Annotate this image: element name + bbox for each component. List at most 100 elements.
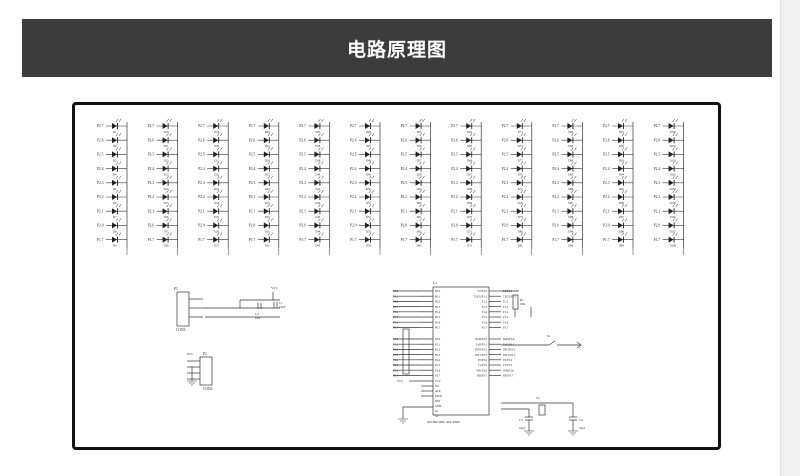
- led-diode-icon: [263, 208, 269, 215]
- led-ref-label: D87: [568, 202, 573, 205]
- led-ref-label: D7: [113, 216, 117, 219]
- ic-right-pin-label: RxD/P3.0: [476, 337, 488, 341]
- led-ref-label: D54: [366, 245, 371, 248]
- led-ref-label: D97: [619, 216, 624, 219]
- led-row-label: P2.2: [148, 195, 155, 199]
- ic-left-pin-label: P0.6: [435, 320, 441, 324]
- led-row-label: P2.6: [502, 138, 509, 142]
- led-diode-icon: [213, 123, 219, 129]
- led-column: P2.7D82P2.6D83P2.5D84P2.4D85P2.3D86P2.2D…: [552, 118, 583, 255]
- led-row-label: P2.5: [350, 153, 357, 157]
- led-light-icon: [318, 161, 324, 165]
- led-ref-label: D44: [315, 230, 320, 233]
- ic-right-pin-label: INT0/P3.2: [475, 348, 488, 352]
- led-row-label: P2.0: [603, 224, 610, 228]
- led-row-label: P2.2: [502, 195, 509, 199]
- led-diode-icon: [112, 137, 117, 144]
- led-diode-icon: [365, 208, 370, 215]
- led-ref-label: D35: [265, 230, 270, 233]
- led-row-label: P2.1: [148, 209, 155, 213]
- led-row-label: P2.7: [148, 124, 155, 128]
- led-light-icon: [368, 161, 375, 165]
- led-diode-icon: [213, 194, 219, 200]
- led-ref-label: D94: [619, 174, 624, 177]
- led-row-label: P2.5: [299, 153, 306, 157]
- led-diode-icon: [365, 165, 370, 172]
- led-light-icon: [571, 204, 577, 208]
- led-diode-icon: [567, 123, 573, 129]
- led-light-icon: [166, 204, 172, 208]
- connector-p1: [176, 291, 190, 327]
- led-diode-icon: [618, 222, 623, 229]
- led-ref-label: D6: [113, 202, 117, 205]
- led-column: P2.7D55P2.6D56P2.5D57P2.4D58P2.3D59P2.2D…: [401, 118, 431, 255]
- led-row-label: P2.4: [654, 167, 661, 171]
- led-light-icon: [419, 161, 425, 165]
- led-ref-label: D59: [417, 188, 422, 191]
- resistor-r1: [512, 294, 519, 310]
- led-diode-icon: [213, 137, 219, 144]
- led-diode-icon: [365, 137, 370, 144]
- led-row-label: P1.7: [654, 238, 661, 242]
- led-diode-icon: [415, 236, 421, 243]
- led-row-label: P2.7: [249, 124, 256, 128]
- led-ref-label: D69: [467, 202, 472, 205]
- led-light-icon: [672, 232, 678, 236]
- led-light-icon: [267, 175, 274, 179]
- led-diode-icon: [112, 179, 117, 186]
- led-row-label: P2.0: [97, 224, 104, 228]
- led-light-icon: [166, 147, 172, 151]
- cap-c2-ref: C2: [255, 312, 259, 316]
- led-light-icon: [368, 147, 375, 151]
- led-column: P2.7D10P2.6D11P2.5D12P2.4D13P2.3D14P2.2D…: [148, 118, 178, 255]
- led-ref-label: D63: [417, 245, 422, 248]
- led-row-label: P2.3: [451, 181, 458, 185]
- led-diode-icon: [466, 222, 472, 229]
- led-diode-icon: [112, 222, 117, 229]
- led-ref-label: D20: [214, 145, 219, 148]
- led-light-icon: [621, 232, 628, 236]
- led-row-label: P2.6: [350, 138, 357, 142]
- led-ref-label: D37: [315, 131, 320, 134]
- led-light-icon: [571, 118, 577, 123]
- led-light-icon: [520, 189, 527, 194]
- led-ref-label: D47: [366, 145, 371, 148]
- led-diode-icon: [162, 165, 168, 172]
- ic-right-net-label: T0/P3.4: [503, 358, 513, 362]
- led-diode-icon: [213, 151, 219, 158]
- cap-c1-value: 10uF: [279, 305, 286, 309]
- led-light-icon: [166, 175, 172, 179]
- ic-right-pin-label: T1/P3.5: [478, 363, 488, 367]
- led-row-label: P2.3: [350, 181, 357, 185]
- led-ref-label: D8: [113, 230, 117, 233]
- ic-left-pin-label: P0.2: [435, 300, 441, 304]
- led-ref-label: D91: [619, 131, 624, 134]
- led-diode-icon: [314, 137, 320, 144]
- led-ref-label: D66: [467, 159, 472, 162]
- led-diode-icon: [314, 208, 320, 215]
- vertical-scrollbar[interactable]: [780, 0, 800, 476]
- led-ref-label: D75: [518, 159, 523, 162]
- led-diode-icon: [516, 123, 522, 129]
- led-ref-label: D48: [366, 159, 371, 162]
- led-light-icon: [267, 189, 274, 194]
- led-light-icon: [166, 133, 172, 137]
- led-light-icon: [267, 232, 274, 236]
- led-light-icon: [469, 133, 476, 137]
- ic-right-net-label: WR/P3.6: [503, 368, 514, 372]
- led-column: P2.7D64P2.6D65P2.5D66P2.4D67P2.3D68P2.2D…: [451, 118, 482, 255]
- led-row-label: P2.5: [97, 153, 104, 157]
- led-row-label: P2.3: [97, 181, 104, 185]
- led-diode-icon: [618, 236, 623, 243]
- led-row-label: P2.6: [249, 138, 256, 142]
- led-light-icon: [267, 147, 274, 151]
- led-row-label: P1.7: [502, 238, 509, 242]
- led-row-label: P1.7: [350, 238, 357, 242]
- led-light-icon: [520, 161, 527, 165]
- led-row-label: P2.0: [350, 224, 357, 228]
- led-light-icon: [571, 133, 577, 137]
- led-row-label: P2.2: [350, 195, 357, 199]
- led-ref-label: D41: [315, 188, 320, 191]
- led-column: P2.7D37P2.6D38P2.5D39P2.4D40P2.3D41P2.2D…: [299, 118, 330, 255]
